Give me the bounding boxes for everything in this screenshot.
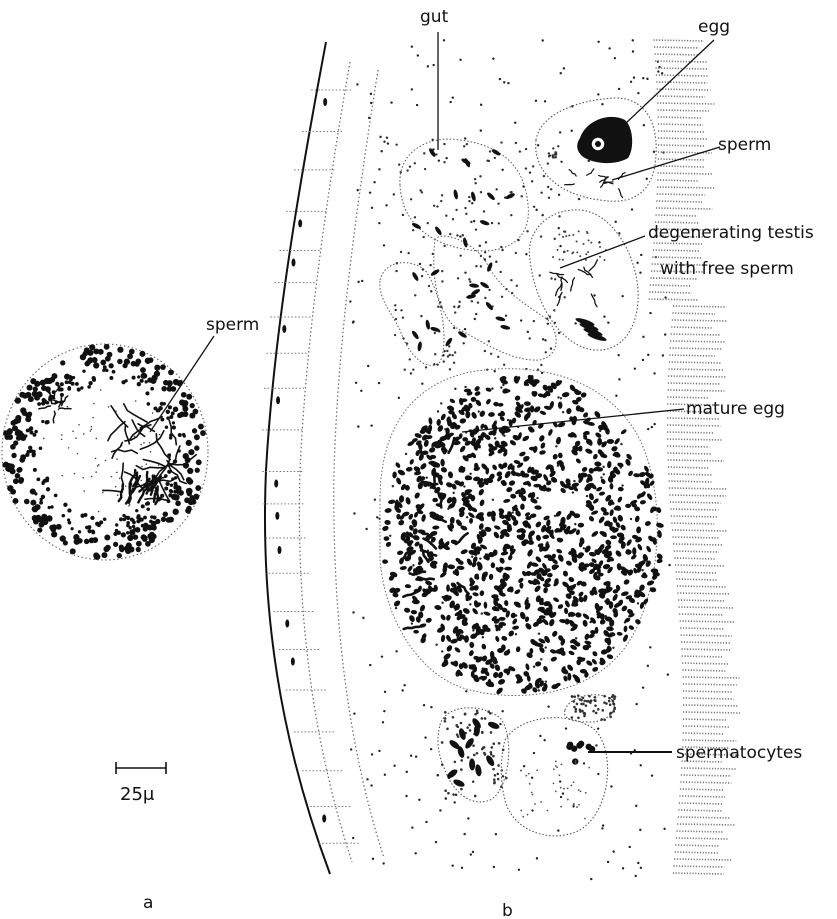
- body-wall-inner-line: [299, 62, 352, 862]
- panel-a-nuclei: [2, 344, 206, 560]
- gut: [380, 139, 566, 371]
- label-degenerating-testis: degenerating testis: [648, 223, 814, 243]
- coelom-dots: [349, 39, 671, 880]
- label-mature-egg: mature egg: [686, 399, 785, 419]
- mature-egg: [380, 369, 664, 696]
- panel-a-cell: [2, 336, 214, 560]
- body-wall-inner-line-2: [334, 70, 384, 858]
- panel-a-label-sperm: sperm: [206, 315, 259, 335]
- spermatocyte-cysts: [438, 694, 616, 836]
- label-sperm: sperm: [718, 135, 771, 155]
- label-egg: egg: [698, 17, 730, 37]
- egg-yolk: [577, 117, 632, 163]
- scale-bar-label: 25μ: [120, 784, 155, 805]
- leader-mature-egg: [462, 409, 684, 432]
- panel-a-sperm-cluster: [39, 388, 196, 504]
- label-gut: gut: [420, 7, 449, 27]
- body-wall-cuticle: [265, 42, 330, 874]
- scale-bar: [116, 762, 166, 774]
- body-wall-cells: [262, 90, 359, 843]
- degenerating-testis: [529, 210, 638, 350]
- panel-label-b: b: [502, 901, 513, 919]
- small-egg-follicle: [536, 98, 657, 201]
- label-with-free-sperm: with free sperm: [660, 259, 794, 279]
- panel-label-a: a: [143, 893, 153, 913]
- label-spermatocytes: spermatocytes: [676, 743, 802, 763]
- panel-a-sperm-leader: [150, 336, 214, 432]
- panel-b-section: [262, 32, 740, 880]
